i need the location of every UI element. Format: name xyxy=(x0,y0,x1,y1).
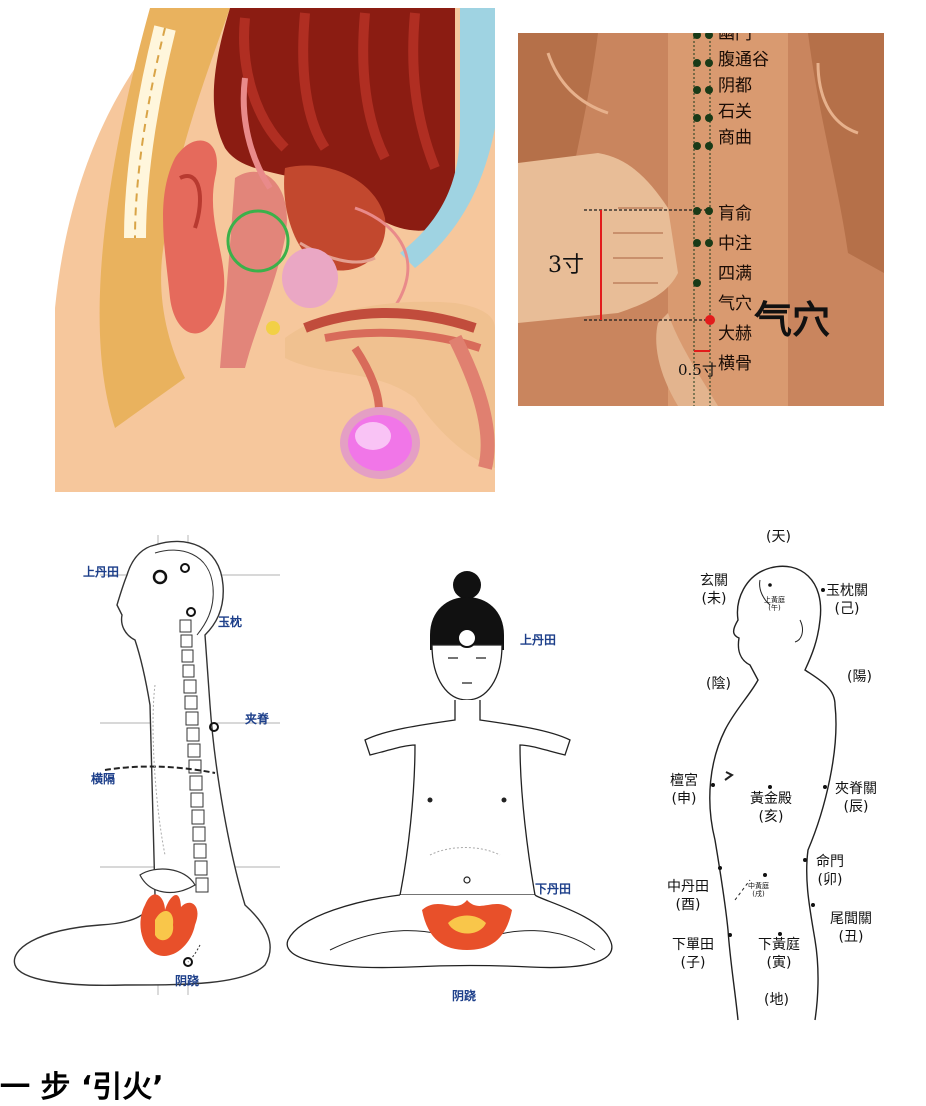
acupoint-abdomen-photo: 幽门 腹通谷 阴都 石关 商曲 肓俞 中注 四满 气穴 大赫 横骨 3寸 0.5… xyxy=(518,33,884,406)
energy-gates-illustration: (天) 玄關 (未) 玉枕關 (己) 上黃庭(午) (陰) (陽) 檀宮 (申) 黃金… xyxy=(640,520,910,1025)
acupoint-labels-upper: 幽门 腹通谷 阴都 石关 商曲 xyxy=(718,33,769,151)
measure-3-cun: 3寸 xyxy=(548,253,584,278)
label-weiluguan: 尾閭關 (丑) xyxy=(830,910,872,946)
label-tian: (天) xyxy=(766,529,791,545)
label-text: 檀宮 xyxy=(670,773,698,789)
label-yang: (陽) xyxy=(847,669,872,685)
bottom-caption: 一 步 ‘引火’ xyxy=(0,1070,164,1105)
right-figure-drawing xyxy=(709,565,837,1021)
label-xia-huangting: 下黃庭 (寅) xyxy=(758,936,800,972)
abdomen-drawing xyxy=(518,33,884,406)
acupoint-label: 四满 xyxy=(718,264,752,284)
label-huangjindian: 黃金殿 (亥) xyxy=(750,790,792,826)
label-zhong-dantian: 中丹田 (酉) xyxy=(667,878,709,914)
measure-05-cun: 0.5寸 xyxy=(678,361,717,379)
label-yin: (陰) xyxy=(706,676,731,692)
acupoint-label: 中注 xyxy=(718,234,752,254)
label-branch: (戌) xyxy=(752,890,765,898)
label-xia-dantian: 下單田 (子) xyxy=(672,936,714,972)
label-text: 中黃庭 xyxy=(748,882,769,890)
label-text: 中丹田 xyxy=(667,879,709,895)
side-meditation-illustration: 上丹田 玉枕 夹脊 横隔 阴跷 xyxy=(5,525,280,1020)
label-text: 尾閭關 xyxy=(830,911,872,927)
label-text: 下黃庭 xyxy=(758,937,800,953)
label-branch: (子) xyxy=(680,955,706,971)
label-text: 下單田 xyxy=(672,937,714,953)
label-di: (地) xyxy=(764,992,789,1008)
label-branch: (辰) xyxy=(843,799,869,815)
label-yinqiao: 阴跷 xyxy=(175,974,200,988)
acupoint-label: 大赫 xyxy=(718,324,752,344)
label-lower-dantian: 下丹田 xyxy=(535,882,572,896)
label-branch: (卯) xyxy=(817,872,843,888)
label-upper-huangting: 上黃庭(午) xyxy=(764,596,785,612)
label-text: 命門 xyxy=(816,854,844,870)
label-text: 上黃庭 xyxy=(764,596,785,604)
label-tanzhong: 檀宮 (申) xyxy=(670,772,698,808)
pelvic-anatomy-illustration xyxy=(55,8,495,492)
label-branch: (申) xyxy=(671,791,697,807)
front-figure-drawing xyxy=(286,571,613,969)
acupoint-label: 肓俞 xyxy=(718,204,752,224)
label-jiajiguan: 夾脊關 (辰) xyxy=(835,780,877,816)
label-upper-dantian: 上丹田 xyxy=(83,565,120,579)
side-figure-drawing xyxy=(13,535,280,995)
label-branch: (寅) xyxy=(766,955,792,971)
acupoint-label: 气穴 xyxy=(718,294,752,314)
label-yinqiao: 阴跷 xyxy=(452,989,477,1003)
acupoint-label: 横骨 xyxy=(718,354,752,374)
acupoint-label: 石关 xyxy=(718,102,752,122)
acupoint-labels-lower: 肓俞 中注 四满 气穴 大赫 横骨 xyxy=(718,199,752,379)
label-branch: (未) xyxy=(701,591,727,607)
qixue-title: 气穴 xyxy=(754,298,831,342)
label-xuanguan: 玄關 (未) xyxy=(700,572,728,608)
label-branch: (酉) xyxy=(675,897,701,913)
label-text: 玄關 xyxy=(700,573,728,589)
label-branch: (午) xyxy=(768,604,781,612)
acupoint-label: 商曲 xyxy=(718,128,752,148)
label-branch: (己) xyxy=(834,601,860,617)
acupoint-label: 阴都 xyxy=(718,76,752,96)
label-text: 夾脊關 xyxy=(835,781,877,797)
label-yuzhenguan: 玉枕關 (己) xyxy=(826,582,868,618)
pelvic-anatomy-drawing xyxy=(55,8,495,492)
label-mingmen: 命門 (卯) xyxy=(816,853,844,889)
label-branch: (丑) xyxy=(838,929,864,945)
acupoint-label: 幽门 xyxy=(718,33,752,44)
label-text: 黃金殿 xyxy=(750,791,792,807)
label-jiaji: 夹脊 xyxy=(245,712,270,726)
label-text: 玉枕關 xyxy=(826,583,868,599)
label-upper-dantian: 上丹田 xyxy=(520,633,557,647)
label-hengge: 横隔 xyxy=(91,772,116,786)
label-mid-huangting: 中黃庭(戌) xyxy=(748,882,769,898)
acupoint-label: 腹通谷 xyxy=(718,50,769,70)
front-meditation-illustration: 上丹田 下丹田 阴跷 xyxy=(280,555,615,1015)
label-yuzhen: 玉枕 xyxy=(218,615,243,629)
label-branch: (亥) xyxy=(758,809,784,825)
